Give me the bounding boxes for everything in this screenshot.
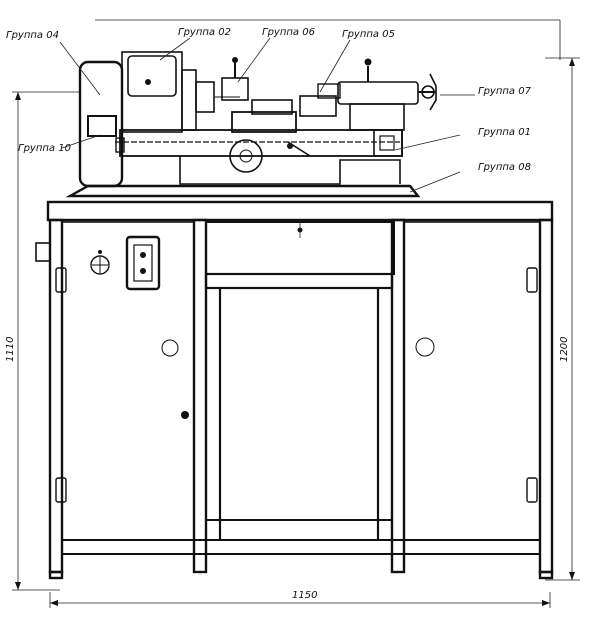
label-group-01: Группа 01	[478, 127, 531, 138]
label-group-08: Группа 08	[478, 162, 531, 173]
lathe-machine	[65, 51, 437, 198]
label-group-04: Группа 04	[6, 30, 59, 41]
label-group-10: Группа 10	[18, 143, 71, 154]
dim-left-height: 1110	[5, 337, 16, 362]
label-group-07: Группа 07	[478, 86, 532, 97]
dim-right-height: 1200	[559, 337, 570, 362]
cabinet-stand	[35, 200, 554, 580]
dimension-lines	[12, 19, 580, 608]
label-group-05: Группа 05	[342, 29, 395, 40]
dim-overall-width: 1150	[292, 590, 317, 601]
label-group-06: Группа 06	[262, 27, 315, 38]
label-group-02: Группа 02	[178, 27, 231, 38]
leader-lines	[59, 37, 475, 193]
door-lock	[181, 411, 189, 419]
